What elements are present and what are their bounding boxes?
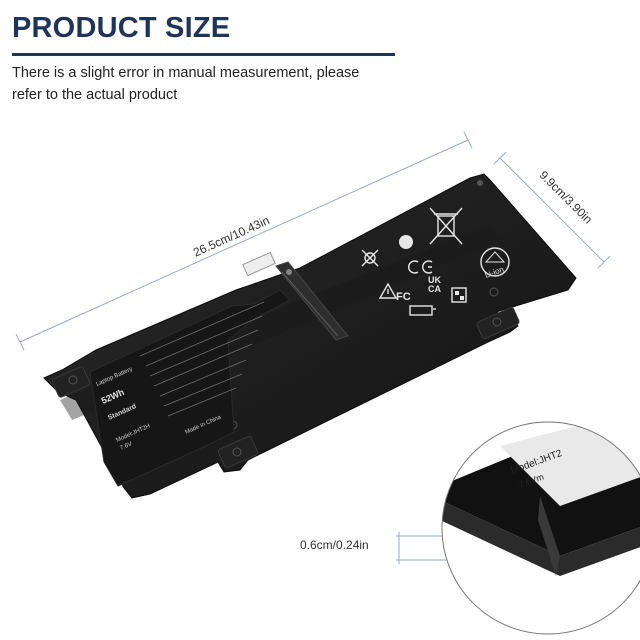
ce-mark-icon: [408, 260, 433, 274]
note-line-2: refer to the actual product: [12, 87, 178, 103]
certification-icons: UK CA FC Li-ion: [361, 207, 510, 316]
thickness-label: 0.6cm/0.24in: [300, 538, 369, 552]
note-line-1: There is a slight error in manual measur…: [12, 65, 360, 81]
length-label: 26.5cm/10.43in: [191, 213, 272, 260]
warning-triangle-icon: [378, 282, 398, 299]
fc-mark-icon: FC: [396, 291, 411, 303]
svg-text:FC: FC: [396, 291, 411, 303]
measurement-note: There is a slight error in manual measur…: [12, 62, 412, 106]
recycle-bin-crossed-icon: [429, 207, 463, 245]
zoom-detail: Model:JHT2 7.6Vm: [441, 421, 640, 635]
rohs-icon: [399, 235, 413, 249]
battery-polarity-icon: [409, 305, 436, 316]
svg-text:UK: UK: [428, 275, 441, 285]
label-voltage: 7.6V: [119, 441, 133, 452]
svg-text:CA: CA: [428, 284, 441, 294]
qr-code-icon: [451, 287, 467, 303]
battery-label: Laptop Battery 52Wh Standard Model:JHT2H…: [89, 289, 291, 487]
width-label: 9.9cm/3.90in: [537, 168, 595, 226]
title-underline: [12, 53, 395, 56]
spark-icon: [361, 249, 379, 267]
ukca-mark-icon: UK CA: [428, 275, 441, 294]
page-title: PRODUCT SIZE: [12, 12, 231, 44]
